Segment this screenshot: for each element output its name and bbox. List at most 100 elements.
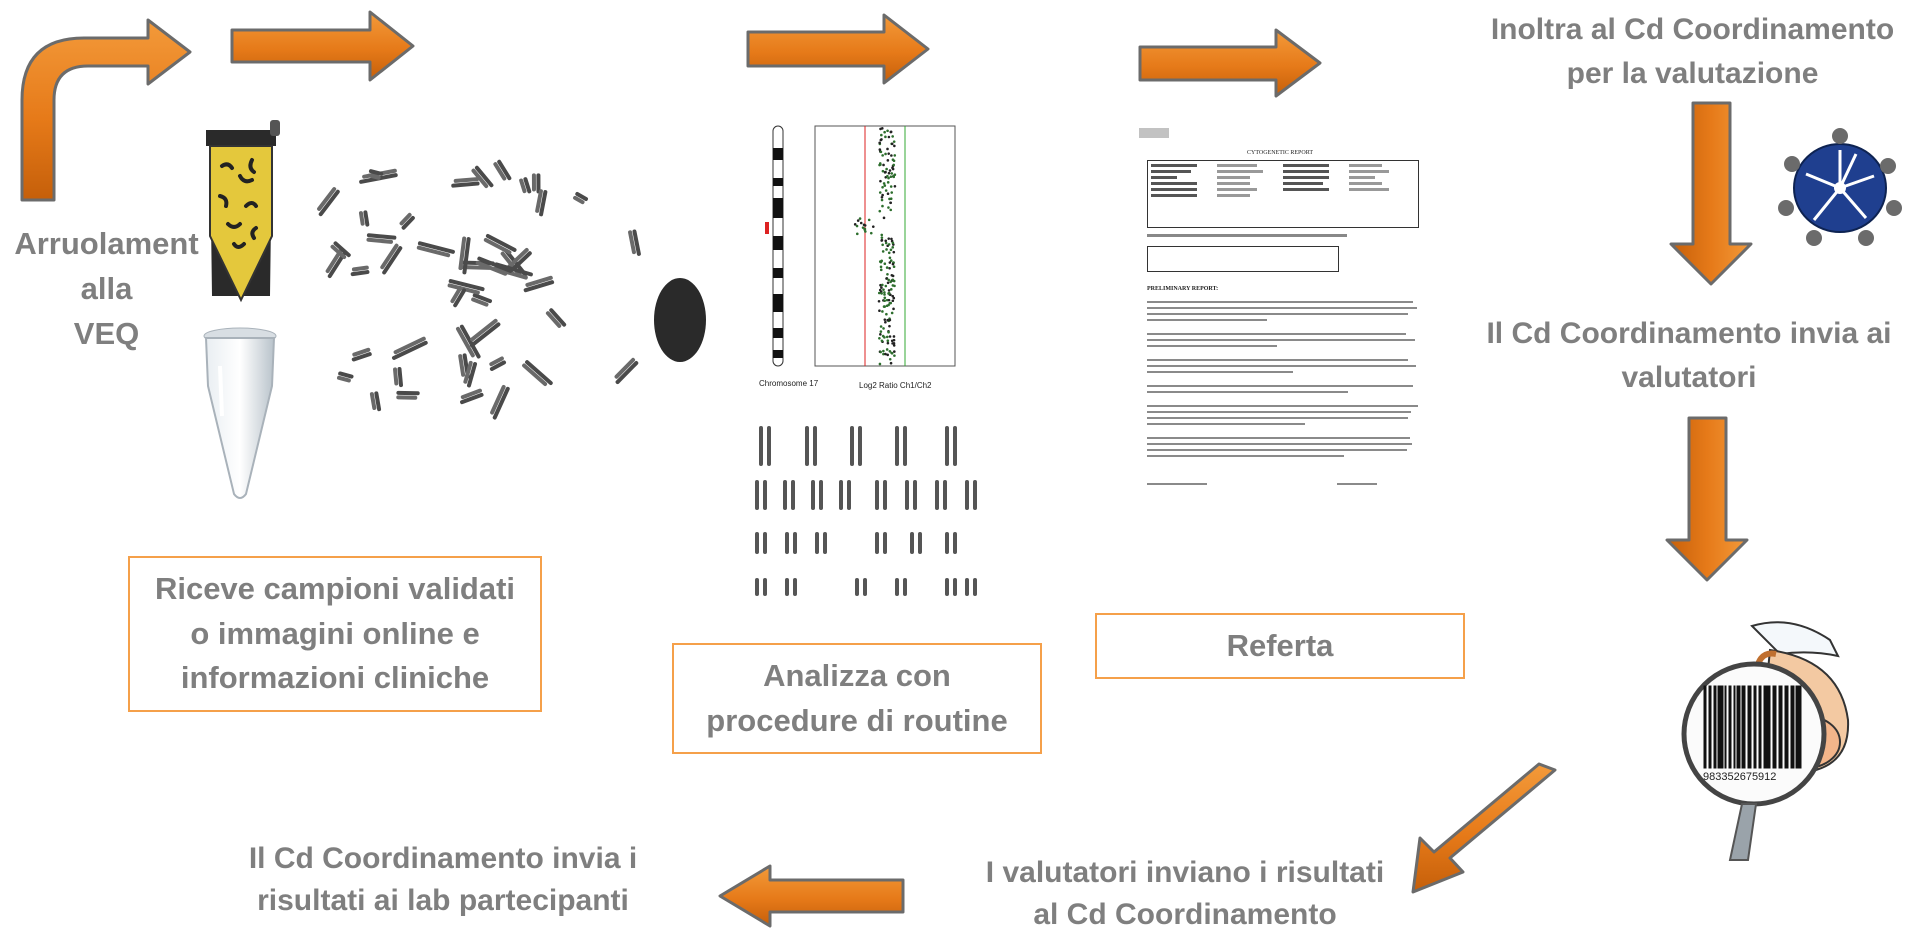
left-arrow-icon [718,864,905,928]
barcode-bar [1743,685,1746,769]
cgh-point [886,318,889,322]
karyotype-chromosome [895,578,899,596]
document-text-line [1147,313,1408,315]
cgh-point [858,217,862,220]
document-text-line [1147,371,1293,373]
chromosome-shape [471,293,493,307]
cgh-point [859,221,863,225]
cgh-point [888,357,892,361]
karyotype-chromosome [965,578,969,596]
metaphase-spread-icon [317,159,706,420]
chromosome-shape [358,210,370,227]
karyotype-chromosome [755,532,759,554]
cgh-point [864,230,867,233]
chromosome-shape [337,371,354,383]
cgh-point [881,154,884,157]
cgh-point [882,327,885,330]
barcode-bar [1717,685,1720,769]
chromosome-shape [391,336,428,360]
karyotype-chromosome [839,480,843,510]
chromosome-shape [399,212,415,230]
karyotype-chromosome [945,426,949,466]
karyotype-chromosome [965,480,969,510]
karyotype-chromosome [759,426,763,466]
document-text-line [1147,385,1413,387]
document-text-line [1147,345,1277,347]
cgh-point [890,142,894,146]
meeting-table-icon [1778,128,1902,246]
cgh-point [889,175,893,179]
array-cgh-plot: Chromosome 17 Log2 Ratio Ch1/Ch2 [759,125,956,390]
cgh-point [883,296,887,300]
chromosome-shape [369,391,382,412]
cgh-point [890,172,894,175]
cgh-point [880,195,884,199]
karyotype-chromosome [903,578,907,596]
cgh-point [880,339,884,343]
cgh-point [884,189,888,192]
report-document: CYTOGENETIC REPORT PRELIMINARY REPORT: [1135,126,1435,576]
barcode-bar [1708,685,1712,769]
karyotype-chromosome [755,578,759,596]
karyotype-chromosome [763,578,767,596]
cgh-point [881,250,885,253]
cgh-point [855,224,859,228]
document-text-line [1147,319,1268,321]
cgh-point [886,341,890,345]
document-text-line [1147,417,1408,419]
cgh-point [883,262,887,266]
evaluators-send-label: I valutatori inviano i risultati al Cd C… [955,852,1415,936]
chromosome-shape [493,159,512,181]
karyotype-chromosome [793,578,797,596]
cgh-point [878,362,882,366]
cgh-point [855,232,859,236]
cgh-point [885,298,889,302]
cgh-point [891,166,894,170]
barcode-bar [1778,685,1783,769]
cgh-point [887,176,890,180]
cgh-point [881,204,884,208]
cgh-point [889,185,893,188]
cgh-point [892,265,896,269]
cgh-point [890,351,893,355]
karyotype-chromosome [813,426,817,466]
cgh-point [886,192,890,196]
cgh-point [878,309,881,313]
karyotype-chromosome [953,532,957,554]
cgh-point [884,239,888,243]
cgh-point [891,135,894,138]
cgh-point [884,135,887,139]
karyotype-chromosome [815,532,819,554]
barcode-bar [1703,685,1707,769]
cgh-point [892,250,896,254]
chromosome-shape [317,187,340,217]
cgh-point [853,223,857,226]
cgh-point [880,127,884,130]
cgh-point [886,174,889,178]
cgh-point [883,299,886,302]
cgh-point [880,198,884,202]
cgh-point [883,130,886,134]
cgh-point [882,305,886,308]
cgh-point [891,241,895,245]
karyotype-chromosome [763,480,767,510]
karyotype-chromosome [973,480,977,510]
cgh-point [886,181,890,184]
forward-label: Inoltra al Cd Coordinamento per la valut… [1468,8,1917,95]
karyotype-chromosome [755,480,759,510]
cgh-point [886,273,889,276]
cgh-point [886,147,889,151]
cgh-point [886,281,890,285]
document-text-line [1147,405,1419,407]
cgh-point [891,274,895,278]
cgh-point [887,292,890,295]
chromosome-shape [475,256,513,276]
chromosome-shape [396,390,420,400]
cgh-point [892,307,895,311]
down-arrow-1-icon [1669,101,1753,286]
cgh-point [893,284,896,288]
karyotype-chromosome [767,426,771,466]
karyotype-chromosome [791,480,795,510]
cgh-point [887,171,891,175]
cgh-point [879,350,882,354]
